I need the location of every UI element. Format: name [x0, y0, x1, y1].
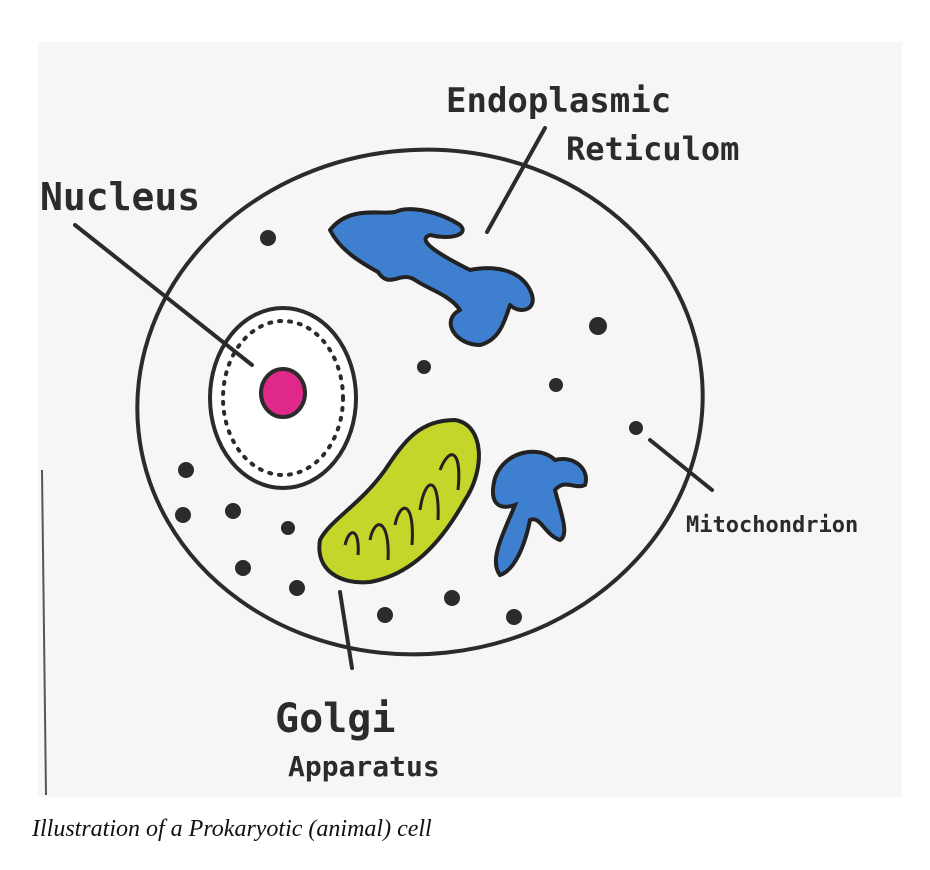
cell-membrane: [135, 147, 705, 657]
diagram-photo: [38, 42, 902, 797]
label-nucleus: Nucleus: [40, 175, 200, 219]
leader-lines: [73, 126, 714, 670]
label-golgi-line1: Golgi: [275, 696, 395, 742]
ribosome-dots: [175, 230, 643, 625]
nucleolus: [259, 367, 307, 419]
label-golgi-line2: Apparatus: [288, 750, 440, 783]
paper-edge: [41, 469, 47, 796]
label-er-line2: Reticulom: [566, 130, 739, 168]
label-er-line1: Endoplasmic: [446, 81, 671, 121]
golgi-apparatus: [317, 417, 481, 585]
endoplasmic-reticulum: [328, 207, 535, 347]
label-mitochondrion: Mitochondrion: [686, 513, 858, 538]
figure-caption: Illustration of a Prokaryotic (animal) c…: [32, 816, 432, 842]
nucleus: [208, 306, 358, 490]
mitochondrion-shape: [491, 449, 588, 578]
